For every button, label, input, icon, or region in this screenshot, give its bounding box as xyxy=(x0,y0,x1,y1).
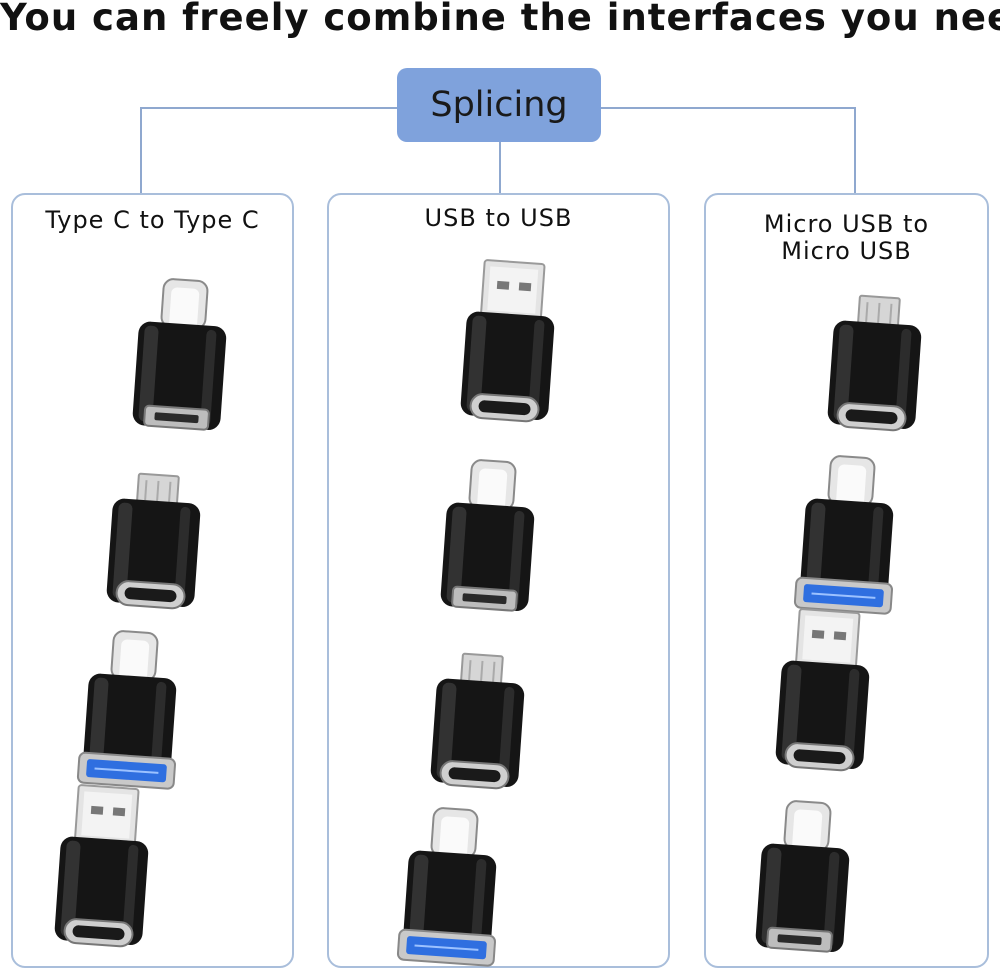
usb-a-to-usb-c-adapter xyxy=(775,608,870,772)
column-usb: USB to USB xyxy=(327,193,670,968)
column-title: Type C to Type C xyxy=(45,206,260,234)
column-title: Micro USB to Micro USB xyxy=(763,210,930,265)
usb-c-to-micro-usb-adapter xyxy=(132,278,227,431)
usb-a-to-usb-c-adapter xyxy=(54,784,149,948)
usb-c-to-usb-a-adapter xyxy=(396,807,497,967)
column-type-c: Type C to Type C xyxy=(11,193,294,968)
column-title: USB to USB xyxy=(424,204,573,232)
usb-a-to-usb-c-adapter xyxy=(460,259,555,423)
usb-c-to-micro-usb-adapter xyxy=(440,459,535,612)
micro-usb-to-usb-c-adapter xyxy=(827,294,922,432)
headline: You can freely combine the interfaces yo… xyxy=(0,0,1000,39)
micro-usb-to-usb-c-adapter xyxy=(106,472,201,610)
micro-usb-to-usb-c-adapter xyxy=(430,652,525,790)
splicing-label: Splicing xyxy=(430,85,568,125)
usb-c-to-usb-a-adapter xyxy=(793,455,894,615)
splicing-root-node: Splicing xyxy=(397,68,601,142)
column-micro-usb: Micro USB to Micro USB xyxy=(704,193,989,968)
usb-c-to-usb-a-adapter xyxy=(76,630,177,790)
usb-c-to-micro-usb-adapter xyxy=(755,800,850,953)
